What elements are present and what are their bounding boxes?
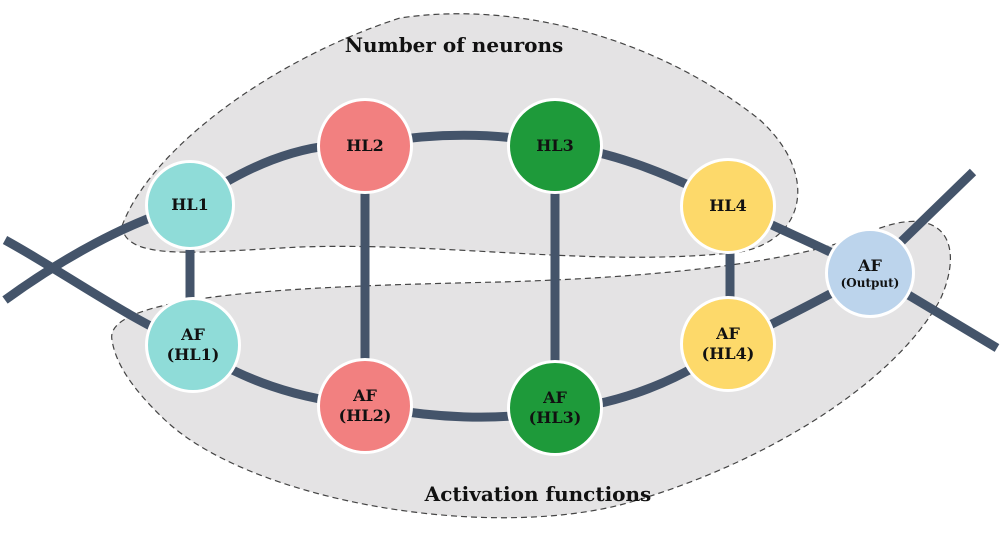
node-af-hl2-line2: (HL2): [338, 406, 392, 425]
node-af-hl3-line1: AF: [543, 388, 567, 407]
node-hl2: HL2: [317, 98, 413, 194]
node-hl3: HL3: [507, 98, 603, 194]
node-af-hl1-line1: AF: [181, 325, 205, 344]
node-af-hl4-line1: AF: [716, 324, 740, 343]
node-af-hl1-line2: (HL1): [166, 345, 220, 364]
node-af-output-line2: (Output): [840, 275, 900, 290]
node-af-output-line1: AF: [858, 255, 882, 275]
node-af-hl3-line2: (HL3): [528, 408, 582, 427]
node-af-output: AF (Output): [825, 228, 915, 318]
title-number-of-neurons: Number of neurons: [344, 33, 564, 57]
node-hl1-label: HL1: [171, 195, 209, 214]
node-hl3-label: HL3: [536, 136, 574, 155]
node-af-hl4: AF (HL4): [680, 296, 776, 392]
title-activation-functions: Activation functions: [424, 482, 652, 506]
node-hl4: HL4: [680, 158, 776, 254]
node-af-hl3: AF (HL3): [507, 360, 603, 456]
node-hl1: HL1: [145, 160, 235, 250]
node-af-hl4-line2: (HL4): [701, 344, 755, 363]
node-af-hl2-line1: AF: [353, 386, 377, 405]
node-af-hl2: AF (HL2): [317, 358, 413, 454]
node-hl4-label: HL4: [709, 196, 747, 215]
node-hl2-label: HL2: [346, 136, 384, 155]
node-af-hl1: AF (HL1): [145, 297, 241, 393]
